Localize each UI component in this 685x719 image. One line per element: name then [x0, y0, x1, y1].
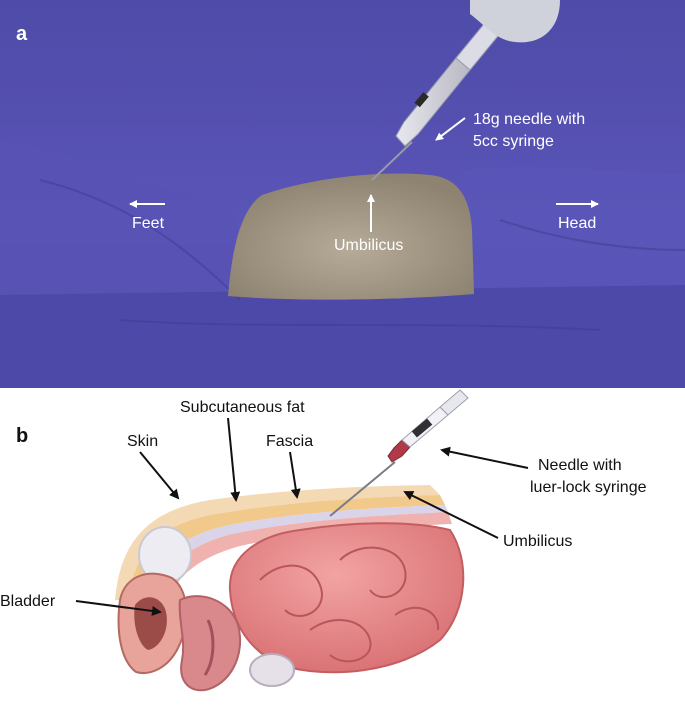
bowel-fold-3: [309, 618, 372, 663]
fascia-layer: [142, 505, 448, 600]
panel-a-letter: a: [16, 23, 28, 45]
skin-label: Skin: [127, 433, 158, 450]
fascia-label: Fascia: [266, 433, 313, 450]
head-label: Head: [558, 215, 596, 232]
subcutaneous-fat-label: Subcutaneous fat: [180, 399, 305, 416]
body-skin-layer: [115, 485, 440, 600]
panel-b-letter: b: [16, 425, 28, 447]
bladder-arrow: [75, 600, 162, 616]
feet-label: Feet: [132, 215, 165, 232]
diagram-syringe: [329, 389, 469, 517]
bowel-loops: [228, 522, 465, 674]
peritoneum-layer: [155, 512, 452, 606]
exposed-abdomen: [228, 173, 474, 300]
subcutaneous-fat-arrow: [227, 417, 241, 502]
needle-label-line1: 18g needle with: [473, 111, 585, 128]
drape-fold-right: [460, 167, 685, 300]
fascia-arrow: [289, 451, 301, 499]
panel-b-illustration: b Subcutaneous fat Skin: [0, 389, 647, 692]
pelvic-organ-inner: [203, 619, 215, 676]
rectum: [249, 653, 295, 687]
bladder-label: Bladder: [0, 593, 56, 610]
bowel-fold-4: [394, 606, 440, 631]
needle-syringe-label-line2: luer-lock syringe: [530, 479, 647, 496]
drape-crease-3: [119, 319, 601, 331]
drape-crease-1: [39, 179, 241, 301]
pelvic-organ: [178, 595, 242, 692]
skin-arrow: [139, 451, 180, 500]
bowel-fold-1: [259, 564, 323, 617]
bowel-fold-2: [339, 546, 407, 599]
subcutaneous-fat-layer: [128, 495, 445, 600]
gloved-hand: [470, 0, 560, 43]
drape-lower: [0, 285, 685, 388]
umbilicus-label-a: Umbilicus: [334, 237, 403, 254]
needle-arrow: [435, 117, 466, 141]
panel-a-photo: a 18g needle with 5cc syringe Feet Head …: [0, 0, 685, 388]
needle-syringe-arrow: [440, 446, 529, 469]
drape-fold-left: [0, 140, 240, 300]
syringe: [371, 0, 560, 181]
umbilicus-arrow-b: [403, 491, 499, 539]
umbilicus-label-b: Umbilicus: [503, 533, 572, 550]
drape-crease-2: [499, 219, 685, 251]
needle-label-line2: 5cc syringe: [473, 133, 554, 150]
needle-syringe-label-line1: Needle with: [538, 457, 622, 474]
